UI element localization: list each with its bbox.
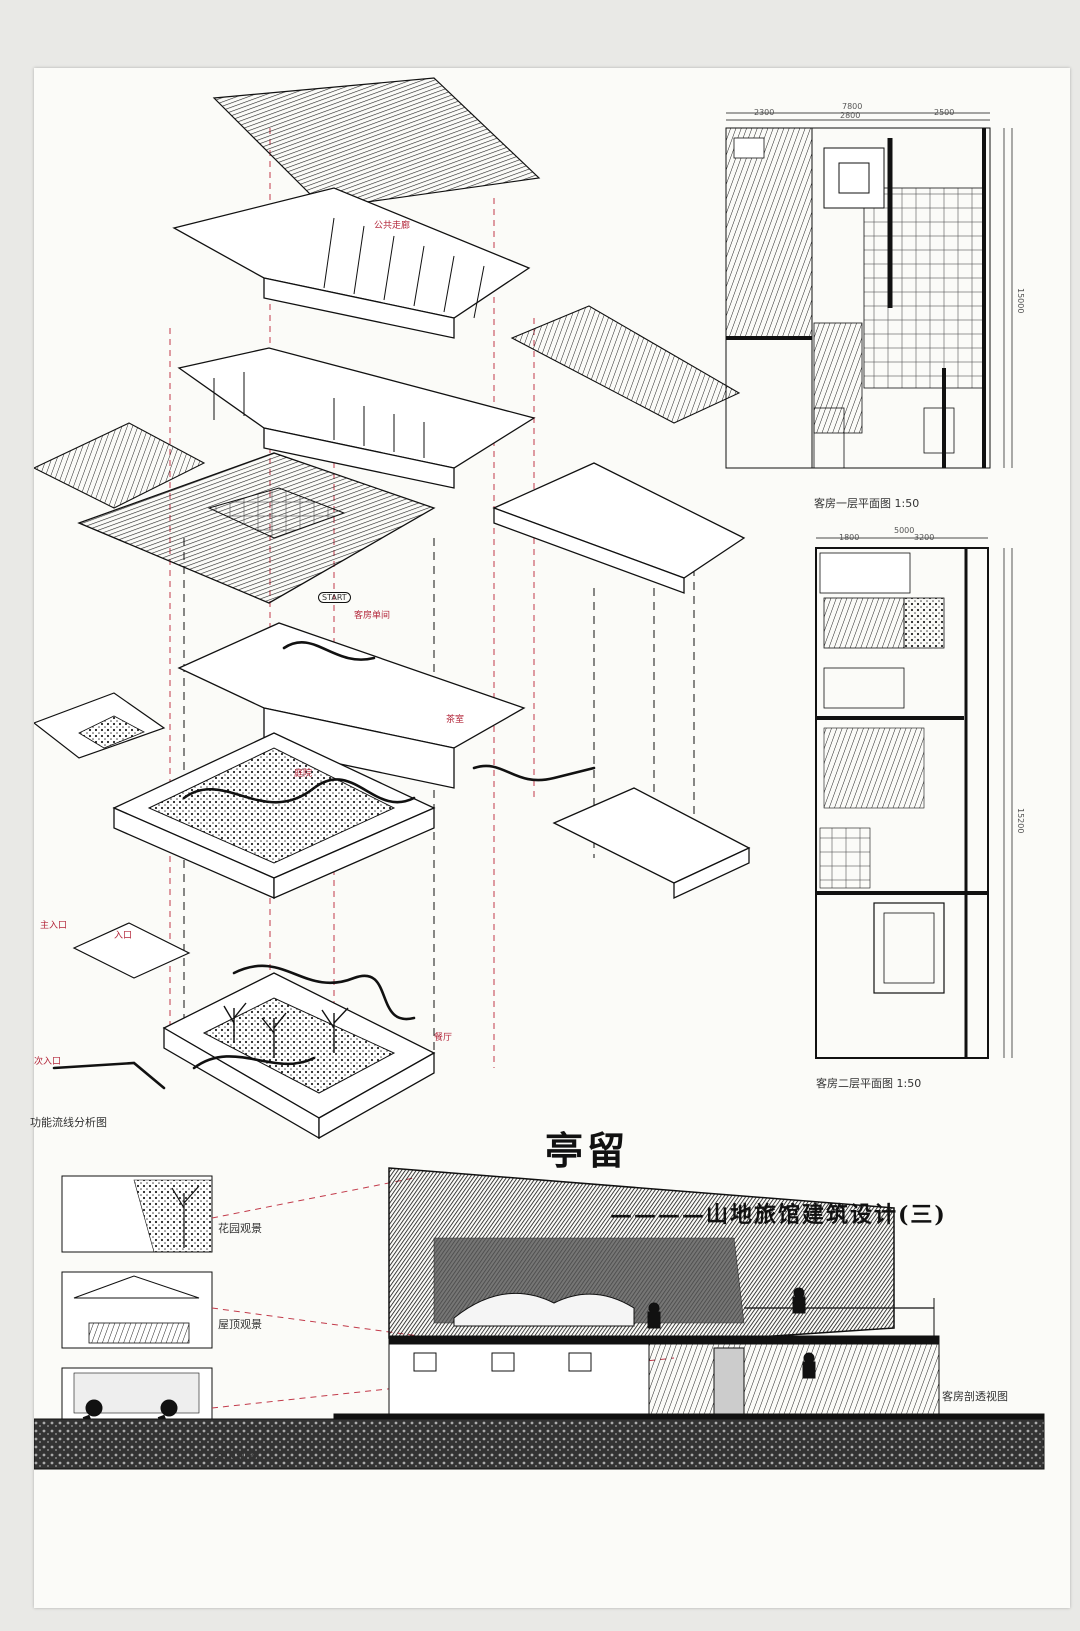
dim-plan2-total: 5000 <box>894 526 915 535</box>
dim-plan2-b: 3200 <box>914 533 935 542</box>
axonometric-drawing <box>34 77 1045 1470</box>
dim-plan1-a: 2300 <box>754 108 775 117</box>
dim-plan1-c: 2500 <box>934 108 955 117</box>
sub-title: ————山地旅馆建筑设计(三) <box>610 1202 947 1228</box>
dim-plan1-b: 2800 <box>840 111 861 120</box>
dim-plan2-a: 1800 <box>839 533 860 542</box>
annotation-side-entry: 次入口 <box>34 1057 62 1067</box>
view-roof-caption: 屋顶观景 <box>218 1318 262 1331</box>
section-perspective <box>34 1167 1045 1470</box>
plan-second-floor <box>815 537 1013 1059</box>
view-sketches <box>61 1175 213 1445</box>
annotation-courtyard: 庭院 <box>294 769 313 779</box>
annotation-tea: 茶室 <box>446 715 465 725</box>
annotation-corridor: 公共走廊 <box>374 221 411 231</box>
view-indoor-caption: 室内观景 <box>214 1450 258 1463</box>
main-title: 亭留 <box>545 1128 630 1173</box>
drawing-sheet: 功能流线分析图 客房一层平面图 1:50 客房二层平面图 1:50 客房剖透视图… <box>30 68 1070 1608</box>
annotation-entry: 入口 <box>114 931 133 941</box>
dim-plan1-total: 7800 <box>842 102 863 111</box>
annotation-start: START <box>318 592 351 603</box>
plan-first-caption: 客房一层平面图 1:50 <box>814 497 920 510</box>
plan-first-floor <box>725 112 1013 469</box>
annotation-room: 客房单间 <box>354 611 391 621</box>
section-caption: 客房剖透视图 <box>942 1390 1008 1403</box>
dim-plan1-v: 15000 <box>1016 288 1025 314</box>
plan-second-caption: 客房二层平面图 1:50 <box>816 1077 922 1090</box>
axonometric-caption: 功能流线分析图 <box>30 1116 107 1129</box>
view-garden-caption: 花园观景 <box>218 1222 262 1235</box>
dim-plan2-v: 15200 <box>1016 808 1025 834</box>
annotation-dining: 餐厅 <box>434 1033 453 1043</box>
annotation-main-entry: 主入口 <box>40 921 68 931</box>
